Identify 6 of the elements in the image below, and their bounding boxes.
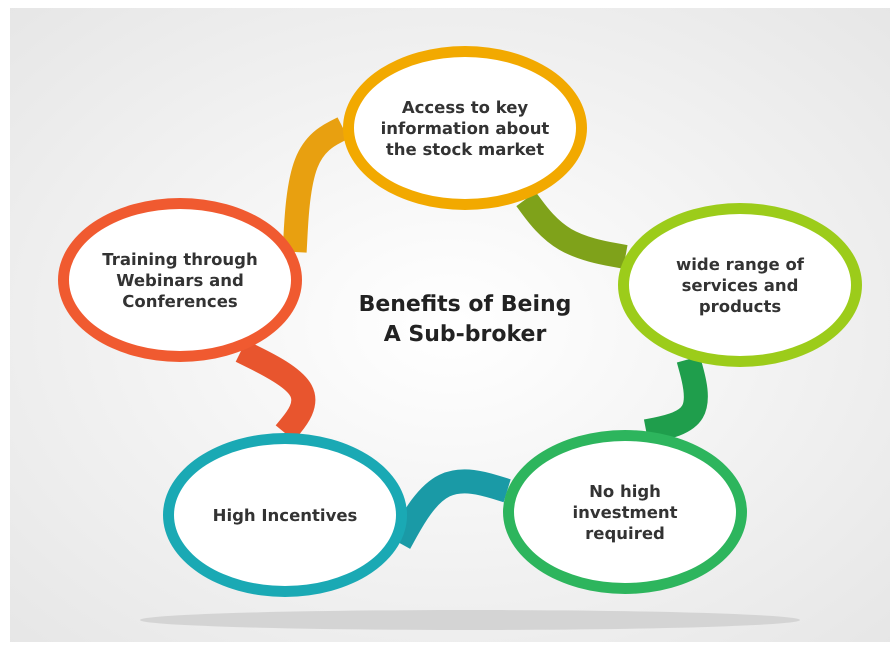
benefit-text: High Incentives (212, 504, 358, 526)
benefit-text: Training through Webinars and Conferences (101, 248, 259, 312)
benefit-text: No high investment required (571, 480, 679, 544)
benefit-text: wide range of services and products (675, 254, 805, 316)
benefit-text: Access to key information about the stock market (380, 96, 550, 160)
diagram-title: Benefits of Being A Sub-broker (358, 291, 572, 349)
